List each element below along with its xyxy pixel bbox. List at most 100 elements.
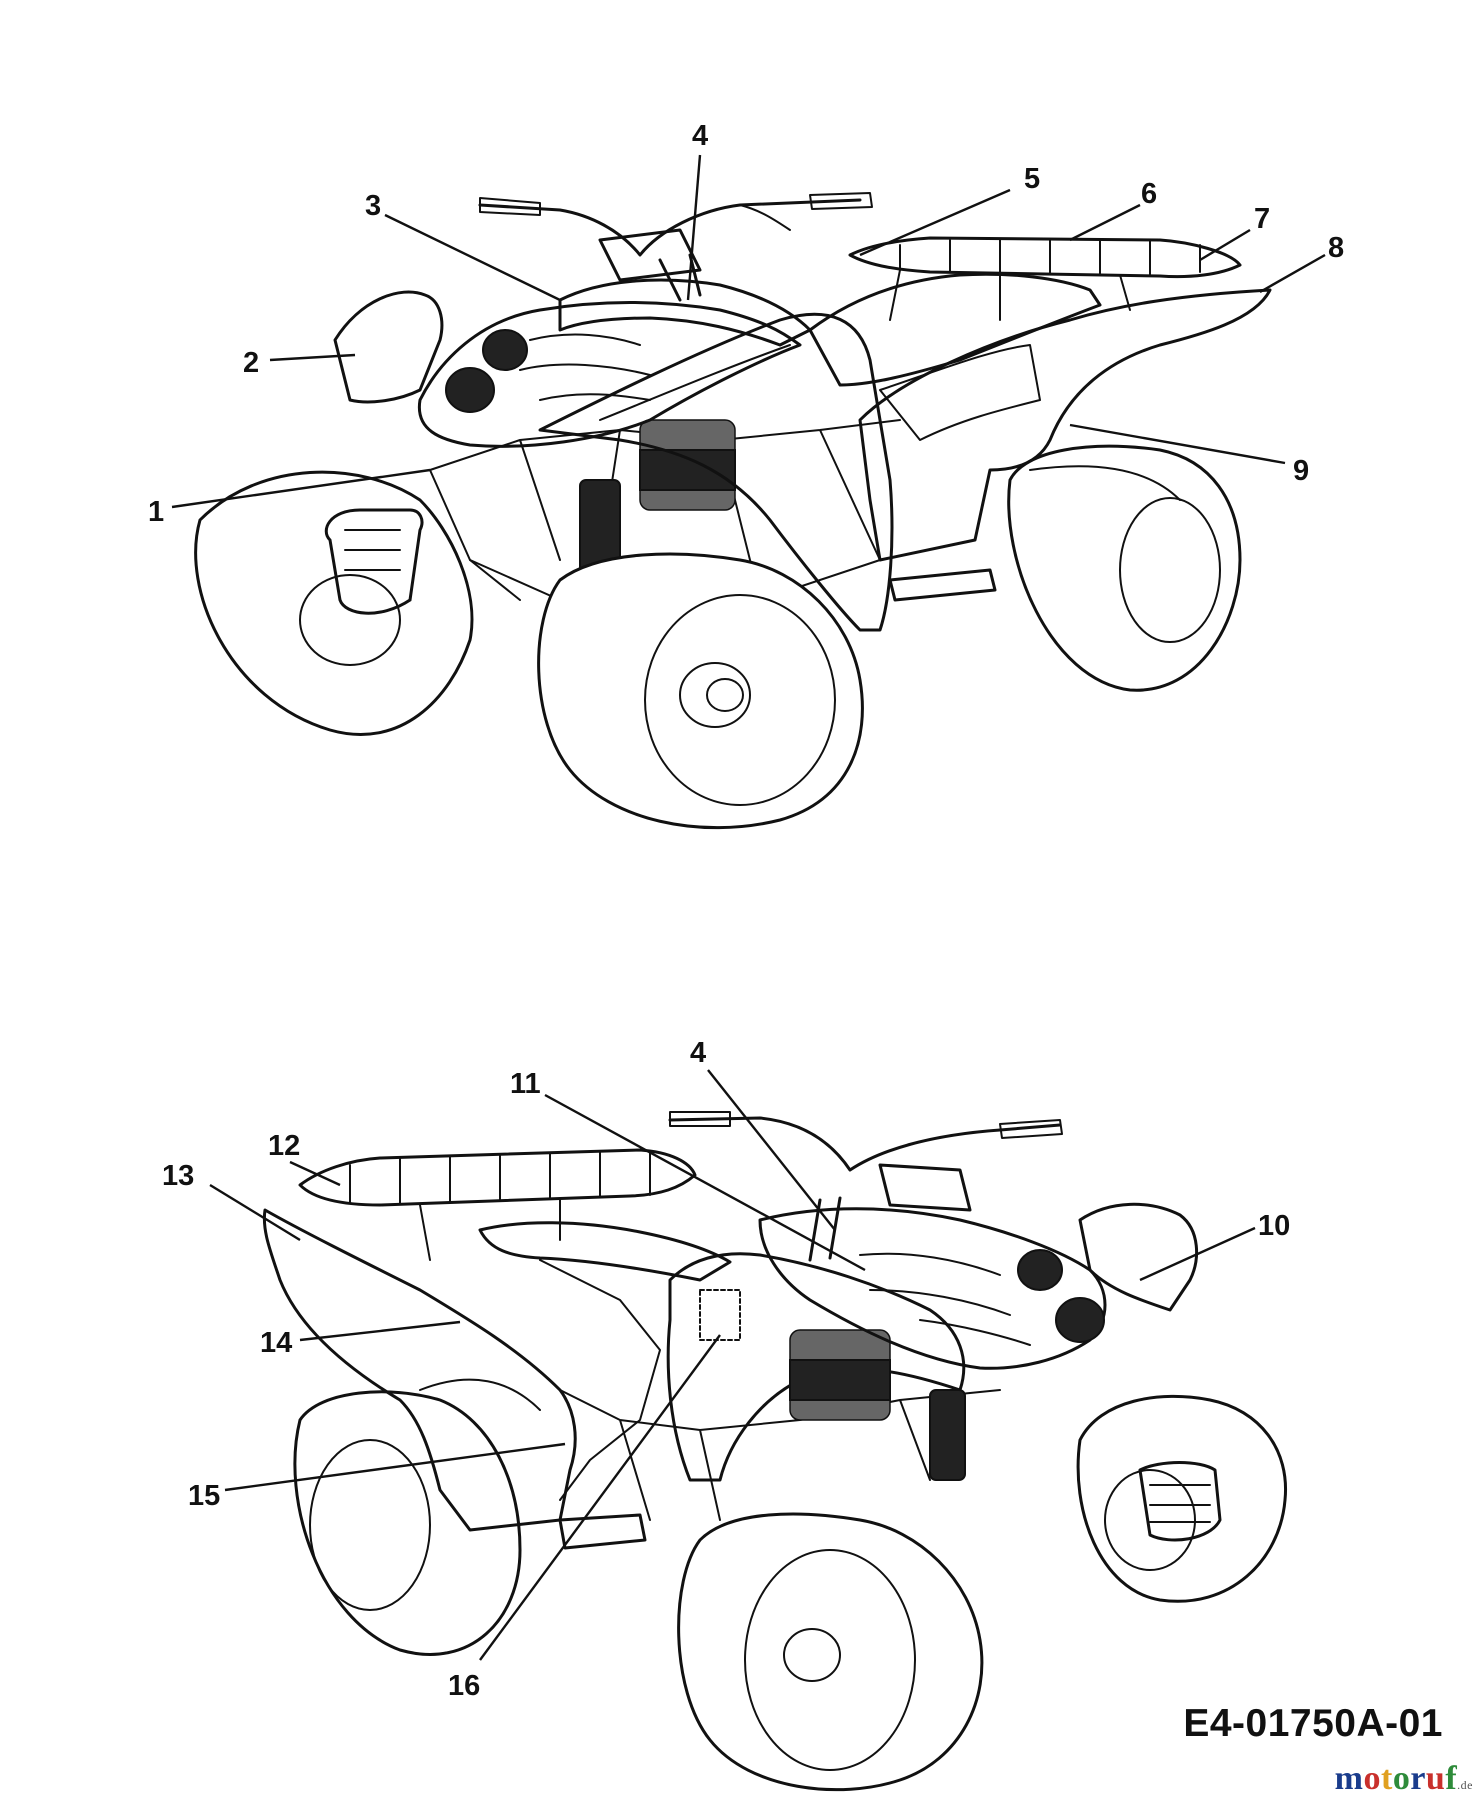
- callout-5: 5: [1024, 163, 1040, 195]
- headlight-upper-bottom: [1017, 1249, 1063, 1291]
- cowl-decal-stripes-bottom: [859, 1252, 1031, 1346]
- front-fender-bottom: [666, 1252, 966, 1482]
- callout-9: 9: [1293, 455, 1309, 487]
- fender-sticker-outline: [699, 1289, 741, 1341]
- front-right-rim: [644, 594, 836, 806]
- leader-9: [1069, 423, 1286, 465]
- cowl-decal-stripes: [519, 333, 651, 401]
- handlebar-bottom: [668, 1116, 1062, 1172]
- handlebar: [478, 198, 862, 257]
- rear-right-hub: [1119, 497, 1221, 643]
- rear-rack-bottom: [298, 1148, 697, 1207]
- watermark-letter: o: [1392, 1760, 1411, 1797]
- leader-4-top: [686, 154, 702, 301]
- handlebar-clamp-bottom: [878, 1163, 972, 1212]
- watermark-suffix: .de: [1457, 1778, 1473, 1792]
- callout-7: 7: [1254, 203, 1270, 235]
- rear-right-tire: [1007, 444, 1242, 692]
- side-panel: [879, 344, 1041, 441]
- top-leader-lines: [171, 154, 1326, 509]
- top-callout-labels: 1 2 3 4 5 6 7 8 9: [148, 120, 1344, 528]
- shock-canister-bottom: [789, 1359, 891, 1401]
- leader-6: [1069, 203, 1141, 242]
- leader-5: [859, 188, 1011, 257]
- watermark-letter: o: [1363, 1760, 1381, 1797]
- seat: [808, 272, 1102, 387]
- headlight-upper: [482, 329, 528, 371]
- bottom-callout-labels: 4 10 11 12 13 14 15 16: [162, 1037, 1290, 1702]
- rear-left-hub: [309, 1439, 431, 1611]
- watermark-letter: r: [1410, 1760, 1426, 1797]
- front-right-far-hub: [1104, 1469, 1196, 1571]
- rear-rack: [848, 236, 1242, 279]
- shock-canister: [639, 449, 736, 491]
- atv-front-left-view: [194, 192, 1272, 830]
- front-left-hub: [299, 574, 401, 666]
- watermark-letter: t: [1381, 1760, 1393, 1797]
- rear-fender-lip: [419, 1378, 541, 1411]
- callout-12: 12: [268, 1130, 300, 1162]
- brake-lever: [739, 204, 791, 231]
- handlebar-grip-left-bottom: [669, 1111, 731, 1127]
- callout-4-top: 4: [692, 120, 708, 152]
- watermark-letter: u: [1425, 1760, 1446, 1797]
- callout-16: 16: [448, 1670, 480, 1702]
- leader-16: [479, 1334, 721, 1661]
- leader-1: [171, 468, 431, 509]
- rear-rack-bars-bottom: [349, 1150, 651, 1205]
- chassis-frame-bottom: [559, 1389, 1001, 1521]
- rear-fender: [858, 288, 1272, 562]
- front-bumper: [324, 508, 424, 615]
- side-panel-bottom: [539, 1259, 661, 1501]
- leader-10: [1139, 1226, 1256, 1282]
- leader-13: [209, 1183, 301, 1242]
- atv-rear-left-view: [262, 1111, 1288, 1792]
- foot-rest: [888, 568, 997, 602]
- callout-2: 2: [243, 347, 259, 379]
- rear-left-tire: [293, 1390, 522, 1656]
- rear-fender-inner-edge: [1029, 465, 1181, 501]
- seat-bottom: [478, 1221, 732, 1282]
- shock-absorber-bottom: [929, 1389, 966, 1481]
- headlight-cowl: [417, 301, 802, 448]
- rear-rack-bars: [899, 239, 1201, 277]
- front-left-tire: [194, 470, 474, 736]
- front-bumper-rails: [344, 529, 401, 571]
- leader-2: [269, 353, 356, 362]
- bottom-leader-lines: [209, 1069, 1256, 1661]
- front-right-hub-inner: [706, 678, 744, 712]
- front-right-tire: [537, 552, 864, 830]
- callout-3: 3: [365, 190, 381, 222]
- handlebar-clamp: [598, 228, 702, 282]
- front-right-hub-outer: [679, 662, 751, 728]
- front-fender-trim: [599, 344, 791, 421]
- front-fender: [538, 312, 894, 632]
- watermark-letter: f: [1445, 1760, 1458, 1797]
- callout-13: 13: [162, 1160, 194, 1192]
- handlebar-grip-left: [479, 197, 541, 216]
- leader-14: [299, 1320, 461, 1342]
- callout-6: 6: [1141, 178, 1157, 210]
- front-bumper-rails-bottom: [1149, 1484, 1211, 1523]
- headlight-lower-bottom: [1055, 1297, 1105, 1343]
- callout-14: 14: [260, 1327, 292, 1359]
- headlight-lower: [445, 367, 495, 413]
- watermark-logo: motoruf.de: [1335, 1760, 1473, 1798]
- callout-4-bottom: 4: [690, 1037, 706, 1069]
- leader-12: [289, 1160, 341, 1187]
- watermark-letter: m: [1334, 1760, 1364, 1797]
- watermark-letters: motoruf: [1335, 1760, 1458, 1797]
- leader-11: [544, 1093, 866, 1272]
- callout-1: 1: [148, 496, 164, 528]
- foot-rest-bottom: [558, 1513, 647, 1550]
- handlebar-grip-right-bottom: [999, 1119, 1063, 1139]
- front-left-near-rim: [744, 1549, 916, 1771]
- leader-4-bottom: [707, 1069, 836, 1231]
- leader-15: [224, 1442, 566, 1492]
- steering-column: [658, 253, 702, 302]
- front-left-near-tire: [677, 1512, 984, 1792]
- drawing-reference-code: E4-01750A-01: [1183, 1702, 1443, 1745]
- callout-11: 11: [510, 1068, 541, 1100]
- front-left-near-hub: [783, 1628, 841, 1682]
